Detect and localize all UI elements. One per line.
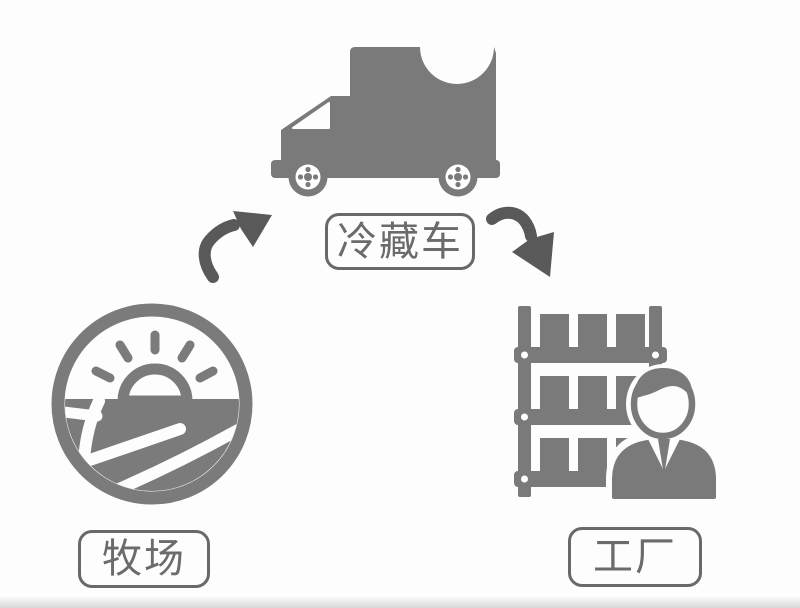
farm-icon: [51, 303, 253, 505]
truck-rear-wheel: [438, 157, 478, 197]
bottom-edge-shadow: [0, 596, 800, 608]
worker-icon: [612, 368, 716, 499]
farm-sun-rays: [91, 330, 218, 383]
truck-cargo-box: [350, 47, 496, 162]
worker-hair: [634, 368, 693, 400]
arrow-farm-to-truck: [198, 211, 272, 283]
label-refrigerated-truck: 冷藏车: [325, 213, 475, 270]
factory-warehouse-icon: [514, 306, 722, 503]
truck-window: [292, 102, 330, 129]
label-farm: 牧场: [78, 530, 210, 588]
worker-tie: [658, 439, 670, 476]
refrigerated-truck-icon: [271, 47, 500, 197]
farm-sun: [117, 363, 193, 407]
label-factory: 工厂: [568, 527, 702, 587]
truck-front-wheel: [288, 157, 328, 197]
arrow-truck-to-factory: [486, 206, 554, 277]
